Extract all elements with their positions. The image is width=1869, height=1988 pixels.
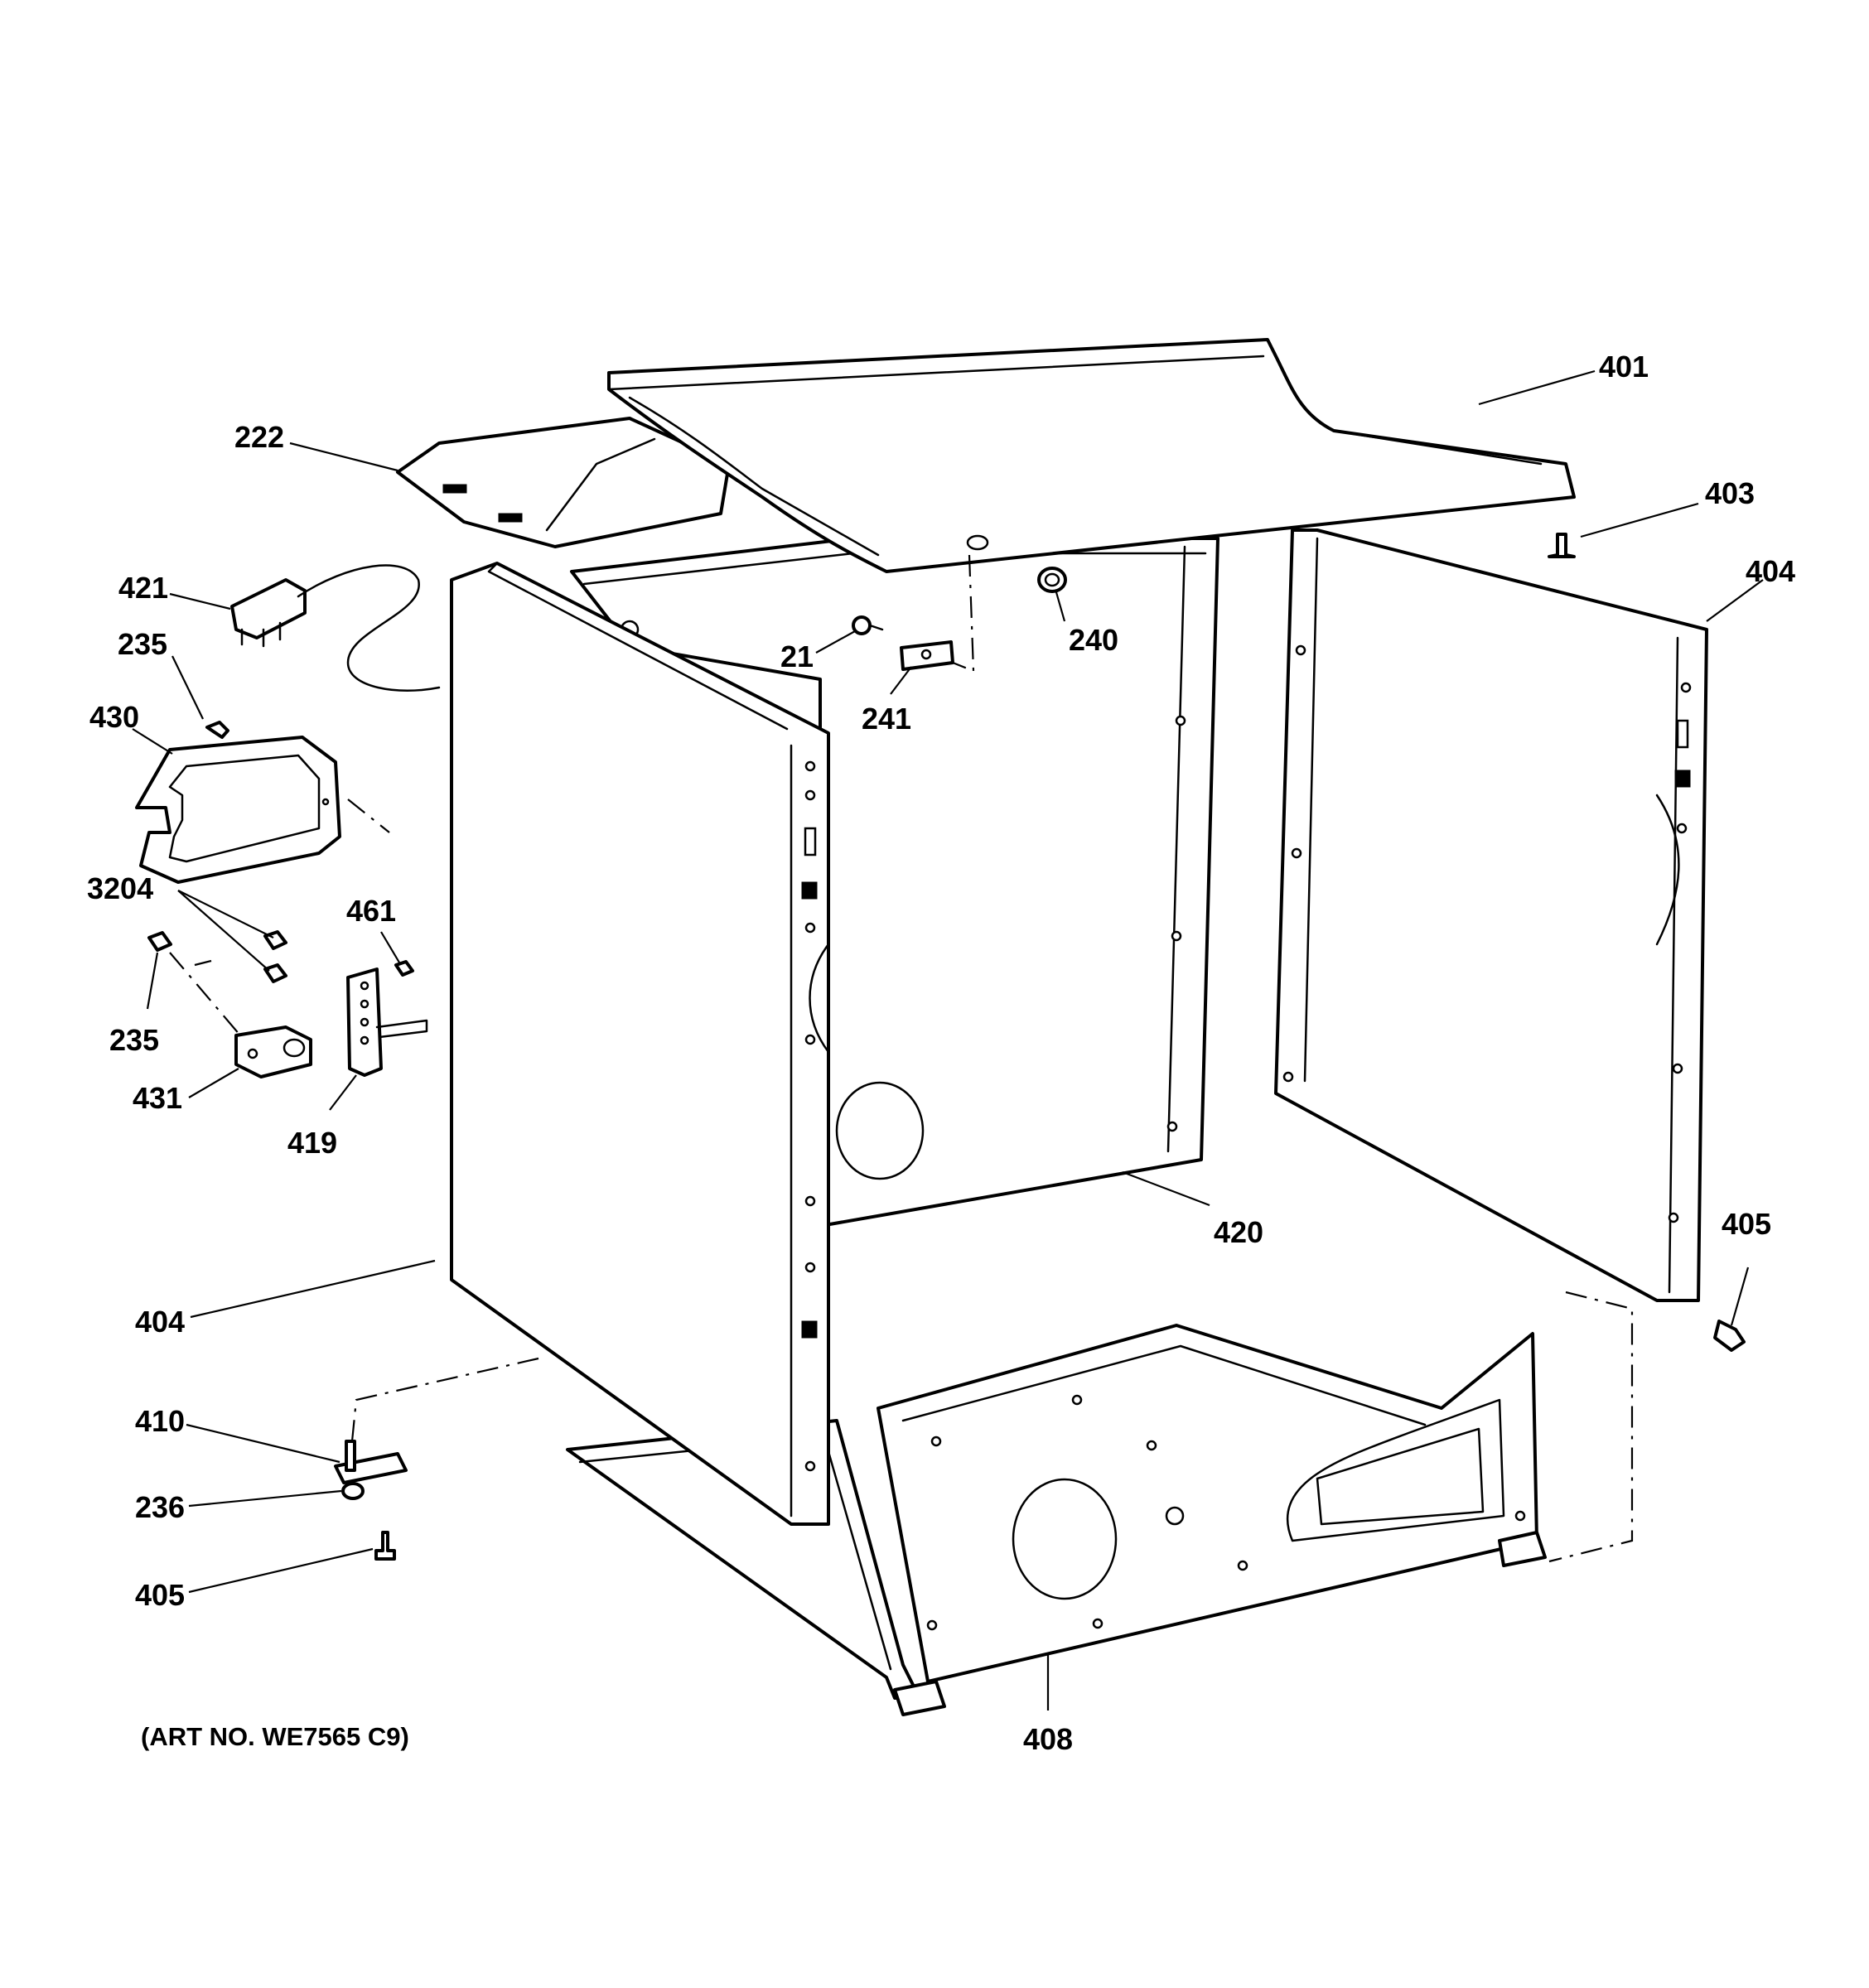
alignment-lines	[169, 554, 1634, 1563]
part-21-screw	[852, 615, 884, 635]
callout-430: 430	[89, 700, 139, 734]
part-235-mid-screw	[147, 931, 172, 952]
callout-222: 222	[234, 420, 284, 454]
callout-404-left: 404	[135, 1305, 185, 1339]
callout-3204: 3204	[87, 871, 153, 905]
part-222-rear-top-panel	[396, 417, 731, 548]
part-3204-screws	[263, 930, 287, 983]
callout-labels: 401 222 403 404 421 235 430 240 21 241 3…	[87, 350, 1795, 1756]
callout-235-mid: 235	[109, 1023, 159, 1057]
part-240-button	[1037, 567, 1067, 593]
callout-410: 410	[135, 1404, 185, 1438]
part-235-top-screw	[205, 721, 229, 739]
callout-421: 421	[118, 571, 168, 605]
part-421-power-cord	[230, 564, 441, 692]
callout-241: 241	[862, 702, 911, 736]
callout-235-top: 235	[118, 627, 167, 661]
callout-461: 461	[346, 894, 396, 928]
part-404-left-side-panel	[450, 562, 830, 1526]
part-419-terminal-block	[346, 967, 428, 1077]
part-420-back-panel	[570, 537, 1219, 1228]
part-405-left-screw	[374, 1531, 396, 1561]
callout-240: 240	[1069, 623, 1118, 657]
part-403-screw	[1548, 533, 1576, 558]
art-number: (ART NO. WE7565 C9)	[141, 1722, 409, 1751]
part-410-leveling-leg	[334, 1440, 408, 1484]
callout-405-right: 405	[1722, 1207, 1771, 1241]
callout-405-left: 405	[135, 1578, 185, 1612]
callout-420: 420	[1214, 1215, 1263, 1249]
part-461-screw	[394, 960, 414, 977]
callout-236: 236	[135, 1490, 185, 1524]
part-404-right-side-panel	[1274, 528, 1708, 1302]
part-431-bracket	[234, 1025, 312, 1078]
callout-21: 21	[780, 639, 814, 673]
part-430-cover-plate	[135, 736, 341, 884]
part-241-bracket	[900, 640, 954, 671]
part-405-right-screw	[1713, 1320, 1746, 1352]
callout-419: 419	[287, 1126, 337, 1160]
callout-403: 403	[1705, 476, 1755, 510]
leader-lines	[132, 369, 1764, 1711]
callout-408: 408	[1023, 1722, 1073, 1756]
part-401-top	[607, 338, 1576, 573]
callout-401: 401	[1599, 350, 1649, 384]
callout-404-right: 404	[1746, 554, 1795, 588]
part-236-foot	[341, 1482, 365, 1500]
callout-431: 431	[133, 1081, 182, 1115]
